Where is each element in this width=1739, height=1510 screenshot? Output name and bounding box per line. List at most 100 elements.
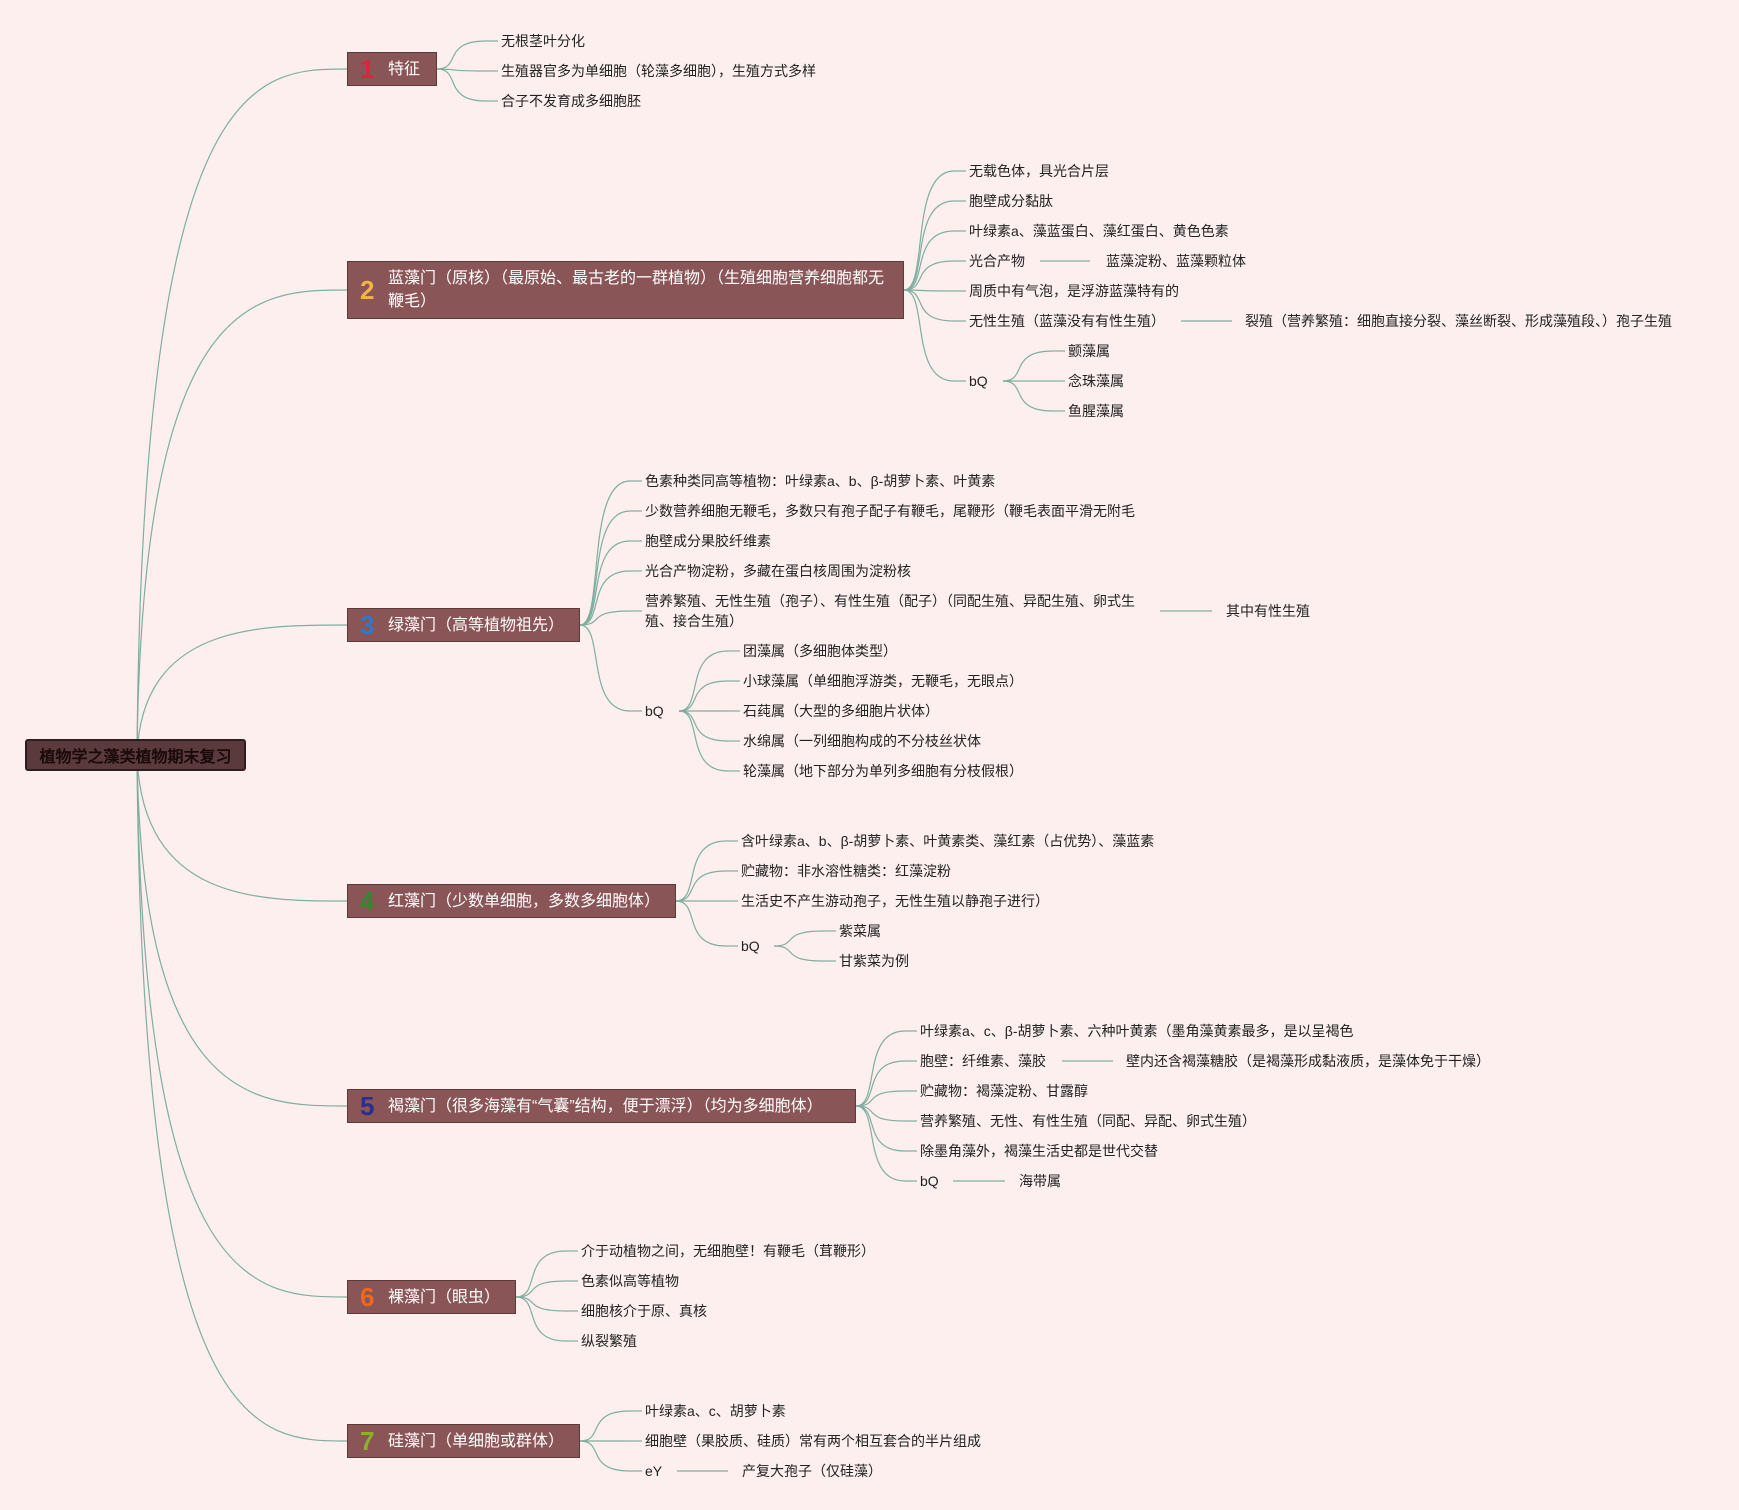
b5-item-1[interactable]: 叶绿素a、c、β-胡萝卜素、六种叶黄素（墨角藻黄素最多，是以呈褐色 bbox=[920, 1023, 1354, 1039]
b5-item-2[interactable]: 胞壁：纤维素、藻胶 bbox=[920, 1053, 1046, 1069]
b2-item-5[interactable]: 周质中有气泡，是浮游蓝藻特有的 bbox=[969, 283, 1179, 299]
b2-genus-link-3 bbox=[1002, 380, 1054, 412]
b2-item-6-child[interactable]: 裂殖（营养繁殖：细胞直接分裂、藻丝断裂、形成藻殖段、）孢子生殖 bbox=[1245, 313, 1672, 329]
b6-item-2[interactable]: 色素似高等植物 bbox=[581, 1273, 679, 1289]
b2-item-6[interactable]: 无性生殖（蓝藻没有有性生殖） bbox=[969, 313, 1165, 329]
b3-item-3[interactable]: 胞壁成分果胶纤维素 bbox=[645, 533, 771, 549]
b3-genus-4[interactable]: 水绵属（一列细胞构成的不分枝丝状体 bbox=[743, 733, 981, 749]
b2-genus-link-1 bbox=[1002, 350, 1054, 382]
branch-6-topic[interactable]: 6 裸藻门（眼虫） bbox=[347, 1280, 516, 1314]
branch-1-label: 特征 bbox=[388, 60, 421, 78]
b2-item-1[interactable]: 无载色体，具光合片层 bbox=[969, 163, 1109, 179]
root-link-2 bbox=[136, 289, 348, 756]
branch-3-topic[interactable]: 3 绿藻门（高等植物祖先） bbox=[347, 608, 580, 642]
b3-genus-link-1 bbox=[678, 650, 729, 712]
branch-4-label: 红藻门（少数单细胞，多数多细胞体） bbox=[388, 892, 661, 910]
root-link-3 bbox=[136, 624, 348, 756]
number-2-icon: 2 bbox=[360, 275, 375, 305]
b4-genus-1[interactable]: 紫菜属 bbox=[839, 923, 881, 939]
root-topic[interactable]: 植物学之藻类植物期末复习 bbox=[25, 739, 246, 771]
b3-link-1 bbox=[579, 480, 631, 626]
b3-item-4[interactable]: 光合产物淀粉，多藏在蛋白核周围为淀粉核 bbox=[645, 563, 911, 579]
root-link-7 bbox=[136, 754, 348, 1442]
branch-5-topic[interactable]: 5 褐藻门（很多海藻有“气囊”结构，便于漂浮）（均为多细胞体） bbox=[347, 1089, 856, 1123]
b5-item-2-child[interactable]: 壁内还含褐藻糖胶（是褐藻形成黏液质，是藻体免于干燥） bbox=[1126, 1053, 1490, 1069]
b7-item-1[interactable]: 叶绿素a、c、胡萝卜素 bbox=[645, 1403, 786, 1419]
b2-item-3[interactable]: 叶绿素a、藻蓝蛋白、藻红蛋白、黄色色素 bbox=[969, 223, 1229, 239]
b3-item-5[interactable]: 营养繁殖、无性生殖（孢子）、有性生殖（配子）（同配生殖、异配生殖、卵式生殖、接合… bbox=[645, 593, 1135, 629]
branch-7-topic[interactable]: 7 硅藻门（单细胞或群体） bbox=[347, 1424, 580, 1458]
b2-link-1 bbox=[903, 170, 955, 291]
b4-genus-link-1 bbox=[773, 930, 825, 947]
branch-1-topic[interactable]: 1 特征 bbox=[347, 52, 437, 86]
b2-link-7 bbox=[903, 289, 955, 382]
b3-genus-2[interactable]: 小球藻属（单细胞浮游类，无鞭毛，无眼点） bbox=[743, 673, 1023, 689]
b2-item-4-child[interactable]: 蓝藻淀粉、蓝藻颗粒体 bbox=[1106, 253, 1246, 269]
b2-genus-1[interactable]: 颤藻属 bbox=[1068, 343, 1110, 359]
b4-link-1 bbox=[675, 840, 727, 902]
b5-item-6[interactable]: bQ bbox=[920, 1173, 939, 1189]
branch-2-topic[interactable]: 2 蓝藻门（原核）（最原始、最古老的一群植物）（生殖细胞营养细胞都无鞭毛） bbox=[347, 261, 904, 319]
number-6-icon: 6 bbox=[360, 1282, 375, 1312]
branch-4-topic[interactable]: 4 红藻门（少数单细胞，多数多细胞体） bbox=[347, 884, 676, 918]
b3-genus-5[interactable]: 轮藻属（地下部分为单列多细胞有分枝假根） bbox=[743, 763, 1023, 779]
branch-7-label: 硅藻门（单细胞或群体） bbox=[388, 1432, 565, 1450]
b2-link-4 bbox=[903, 260, 955, 291]
b4-item-2[interactable]: 贮藏物：非水溶性糖类：红藻淀粉 bbox=[741, 863, 951, 879]
b7-item-3-child[interactable]: 产复大孢子（仅硅藻） bbox=[742, 1463, 882, 1479]
b4-link-2 bbox=[675, 870, 727, 902]
b3-link-4 bbox=[579, 570, 631, 626]
b3-genus-1[interactable]: 团藻属（多细胞体类型） bbox=[743, 643, 897, 659]
b7-link-3 bbox=[579, 1440, 631, 1472]
b3-genus-link-5 bbox=[678, 710, 729, 772]
b3-link-3 bbox=[579, 540, 631, 626]
b3-item-6[interactable]: bQ bbox=[645, 703, 664, 719]
b5-link-6 bbox=[855, 1105, 906, 1182]
b7-link-1 bbox=[579, 1410, 631, 1442]
b5-link-3 bbox=[855, 1090, 906, 1107]
b4-item-1[interactable]: 含叶绿素a、b、β-胡萝卜素、叶黄素类、藻红素（占优势）、藻蓝素 bbox=[741, 833, 1155, 849]
b7-item-2[interactable]: 细胞壁（果胶质、硅质）常有两个相互套合的半片组成 bbox=[645, 1433, 981, 1449]
b1-link-3 bbox=[436, 68, 487, 102]
b1-item-1[interactable]: 无根茎叶分化 bbox=[501, 33, 585, 49]
b5-link-2 bbox=[855, 1060, 906, 1107]
b2-link-6 bbox=[903, 289, 955, 322]
b4-item-4[interactable]: bQ bbox=[741, 938, 760, 954]
b6-item-1[interactable]: 介于动植物之间，无细胞壁！有鞭毛（茸鞭形） bbox=[581, 1243, 875, 1259]
b4-genus-2[interactable]: 甘紫菜为例 bbox=[839, 953, 909, 969]
b6-item-4[interactable]: 纵裂繁殖 bbox=[581, 1333, 637, 1349]
b1-link-1 bbox=[436, 40, 487, 70]
b2-item-7[interactable]: bQ bbox=[969, 373, 988, 389]
b5-genus-1[interactable]: 海带属 bbox=[1019, 1173, 1061, 1189]
b3-genus-link-2 bbox=[678, 680, 729, 712]
number-7-icon: 7 bbox=[360, 1426, 375, 1456]
b3-item-2[interactable]: 少数营养细胞无鞭毛，多数只有孢子配子有鞭毛，尾鞭形（鞭毛表面平滑无附毛 bbox=[645, 503, 1135, 519]
b4-item-3[interactable]: 生活史不产生游动孢子，无性生殖以静孢子进行） bbox=[741, 893, 1049, 909]
b5-item-3[interactable]: 贮藏物：褐藻淀粉、甘露醇 bbox=[920, 1083, 1088, 1099]
b3-item-1[interactable]: 色素种类同高等植物：叶绿素a、b、β-胡萝卜素、叶黄素 bbox=[645, 473, 996, 489]
b3-link-6 bbox=[579, 624, 631, 712]
b2-genus-2[interactable]: 念珠藻属 bbox=[1068, 373, 1124, 389]
b1-item-3[interactable]: 合子不发育成多细胞胚 bbox=[501, 93, 641, 109]
number-5-icon: 5 bbox=[360, 1091, 375, 1121]
b3-genus-link-4 bbox=[678, 710, 729, 742]
root-link-4 bbox=[136, 754, 348, 902]
b5-item-5[interactable]: 除墨角藻外，褐藻生活史都是世代交替 bbox=[920, 1143, 1158, 1159]
b3-item-5-child[interactable]: 其中有性生殖 bbox=[1226, 603, 1310, 619]
b2-item-4[interactable]: 光合产物 bbox=[969, 253, 1025, 269]
b2-link-2 bbox=[903, 200, 955, 291]
b4-genus-link-2 bbox=[773, 945, 825, 962]
b3-link-5 bbox=[579, 610, 631, 626]
b2-genus-3[interactable]: 鱼腥藻属 bbox=[1068, 403, 1124, 419]
b6-link-2 bbox=[515, 1280, 567, 1298]
b5-item-4[interactable]: 营养繁殖、无性、有性生殖（同配、异配、卵式生殖） bbox=[920, 1113, 1256, 1129]
b7-item-3[interactable]: eY bbox=[645, 1463, 663, 1479]
b1-item-2[interactable]: 生殖器官多为单细胞（轮藻多细胞），生殖方式多样 bbox=[501, 63, 816, 79]
b2-link-5 bbox=[903, 289, 955, 292]
b2-item-2[interactable]: 胞壁成分黏肽 bbox=[969, 193, 1053, 209]
b5-link-4 bbox=[855, 1105, 906, 1122]
b3-genus-3[interactable]: 石莼属（大型的多细胞片状体） bbox=[743, 703, 939, 719]
b6-item-3[interactable]: 细胞核介于原、真核 bbox=[581, 1303, 707, 1319]
b3-link-2 bbox=[579, 510, 631, 626]
